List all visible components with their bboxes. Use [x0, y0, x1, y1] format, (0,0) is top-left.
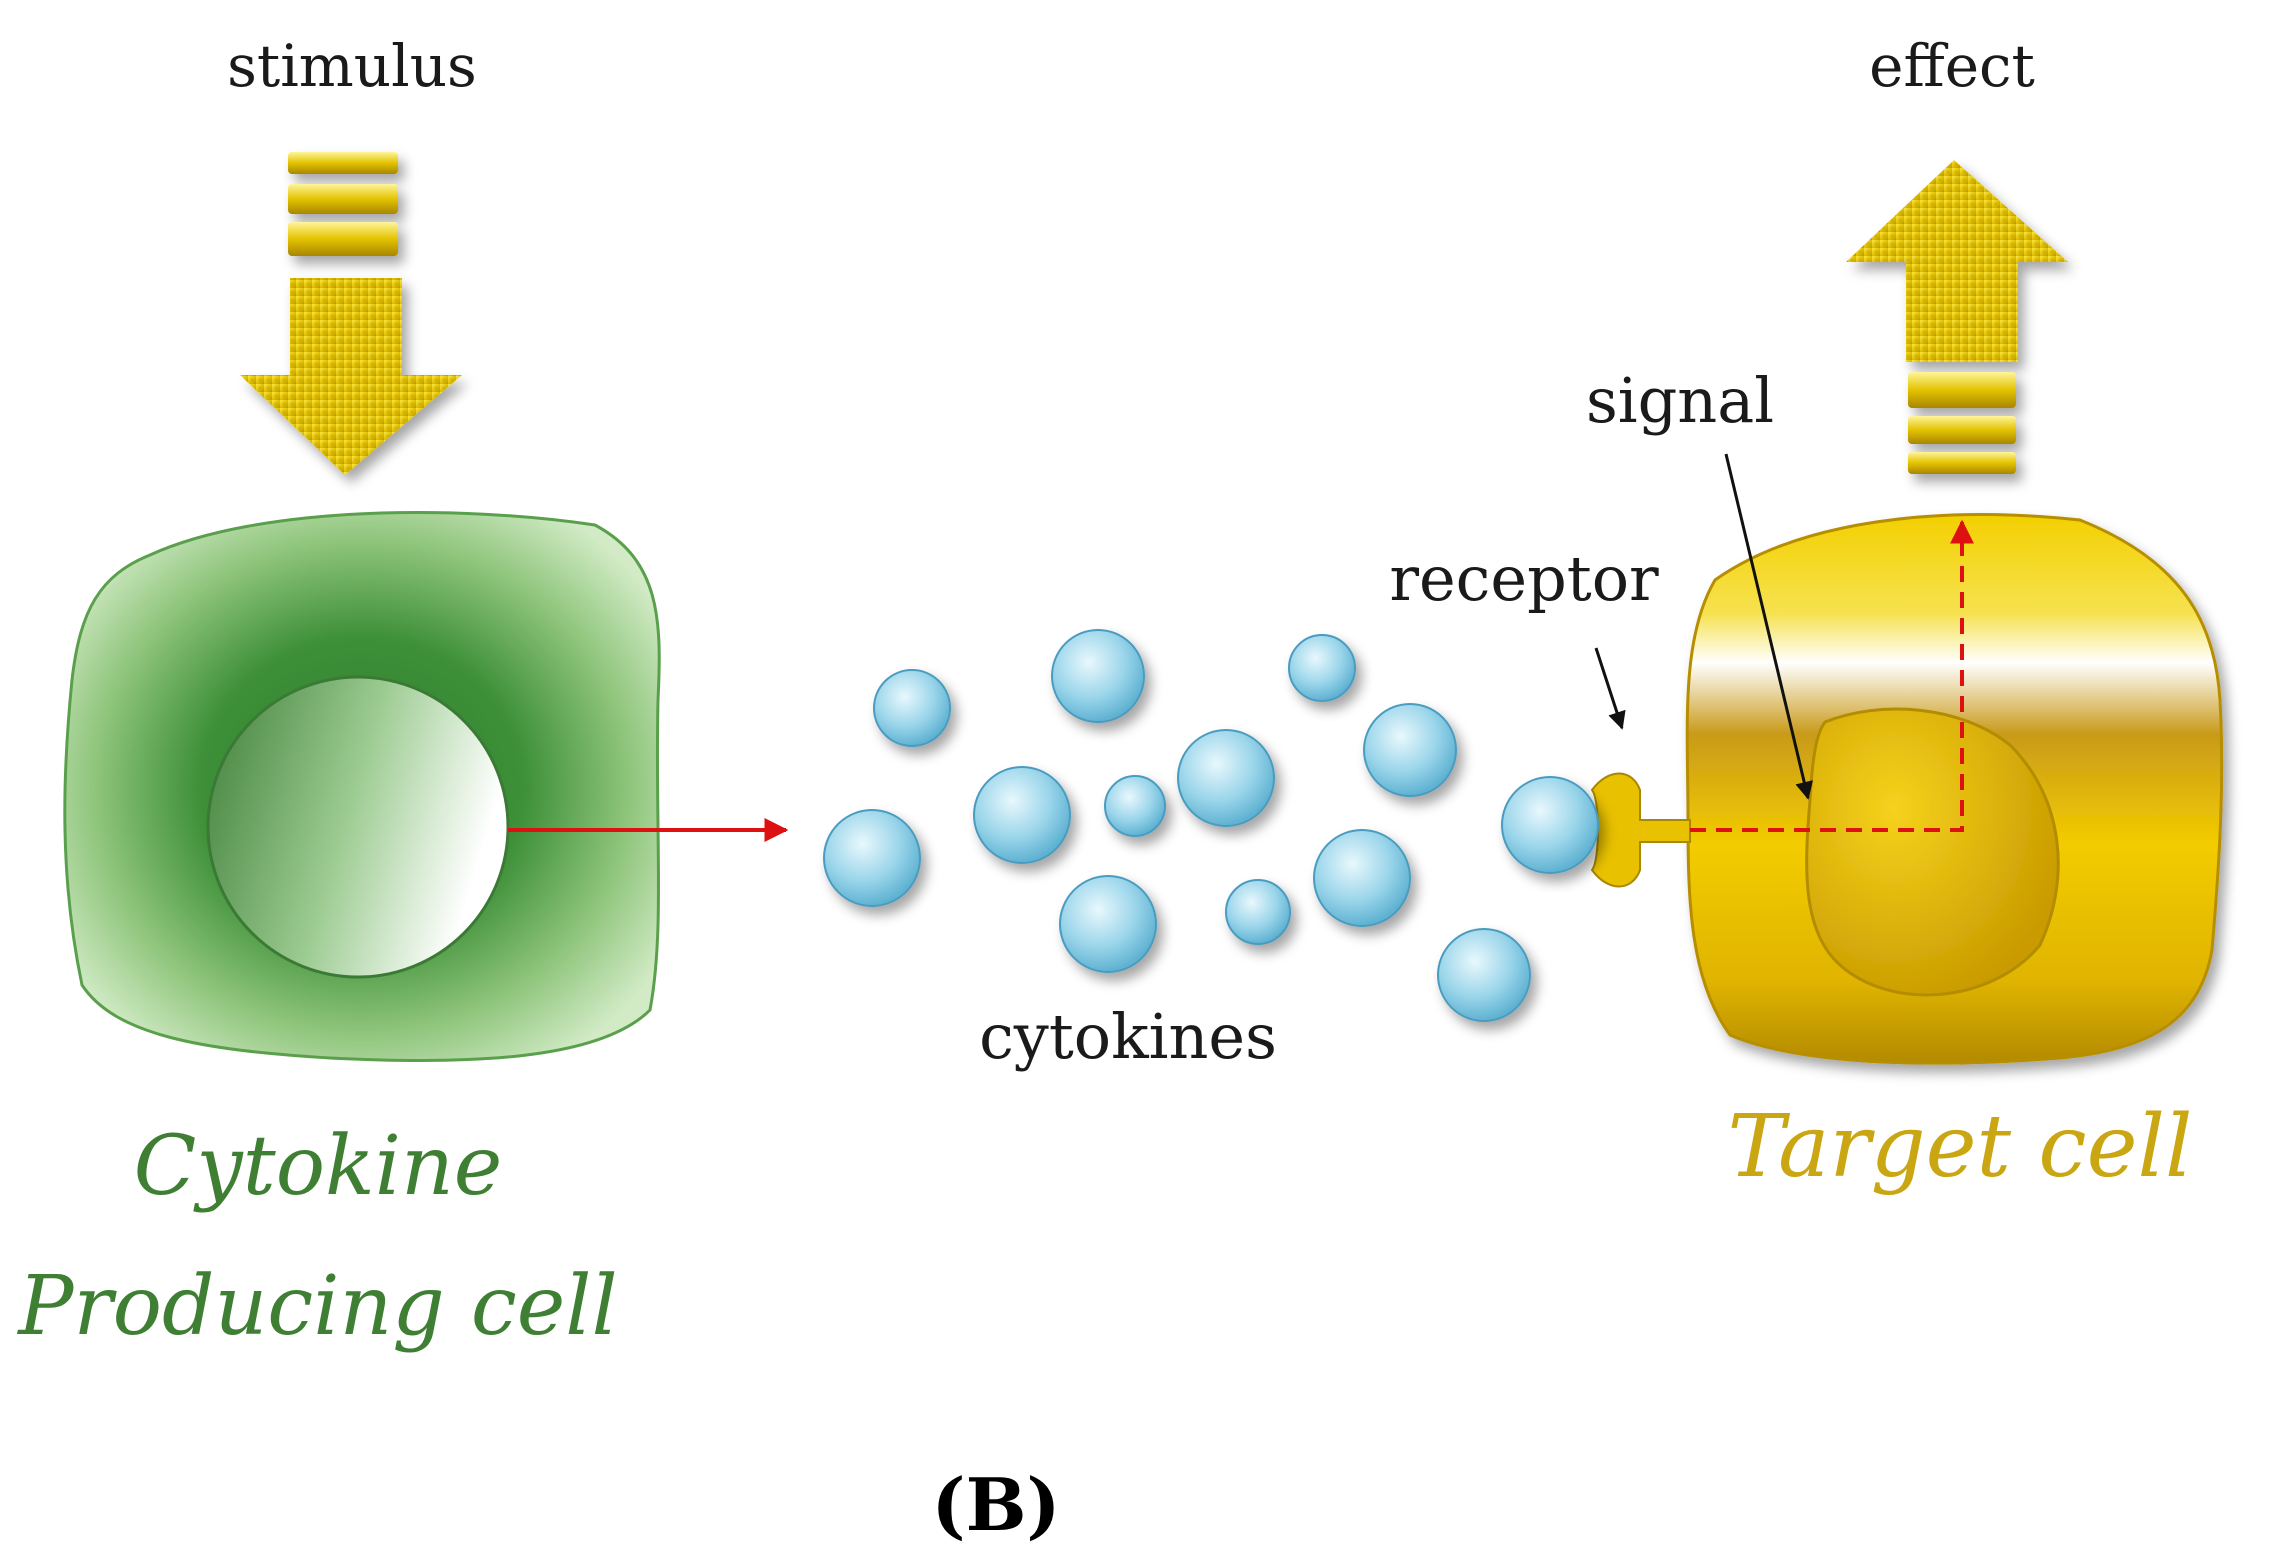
receptor-pointer [1594, 647, 1626, 730]
producer-nucleus [206, 675, 510, 979]
cytokine-droplet [873, 669, 951, 747]
panel-label: (B) [932, 1462, 1061, 1547]
cytokine-droplet [1437, 928, 1531, 1022]
cytokine-producing-cell [63, 511, 661, 1063]
cytokine-droplet [1288, 634, 1356, 702]
cytokines-label: cytokines [979, 1000, 1277, 1073]
stimulus-label: stimulus [227, 32, 477, 100]
stimulus-arrow-icon [240, 152, 462, 475]
effect-label: effect [1869, 32, 2035, 100]
producer-cell-title-line2: Producing cell [16, 1259, 617, 1354]
receptor-icon [1590, 772, 1691, 888]
cytokine-droplet [1225, 879, 1291, 945]
cytokine-droplet [1104, 775, 1166, 837]
producer-cell-title-line1: Cytokine [134, 1119, 503, 1214]
signal-pointer [1724, 453, 1813, 800]
cytokine-droplet [1177, 729, 1275, 827]
receptor-label: receptor [1389, 542, 1659, 615]
cytokine-droplet [1313, 829, 1411, 927]
cytokine-droplet [1051, 629, 1145, 723]
target-cell [1685, 513, 2224, 1065]
signal-pathway-arrow [1690, 519, 1974, 832]
bound-cytokine [1501, 776, 1599, 874]
target-cell-title: Target cell [1728, 1097, 2193, 1197]
cytokine-droplet [973, 766, 1071, 864]
cytokine-droplet [1363, 703, 1457, 797]
effect-arrow-icon [1846, 160, 2068, 474]
signal-label: signal [1586, 364, 1774, 437]
target-nucleus [1805, 707, 2060, 997]
cytokine-cluster [823, 629, 1531, 1022]
cytokine-droplet [1059, 875, 1157, 973]
cytokine-droplet [823, 809, 921, 907]
